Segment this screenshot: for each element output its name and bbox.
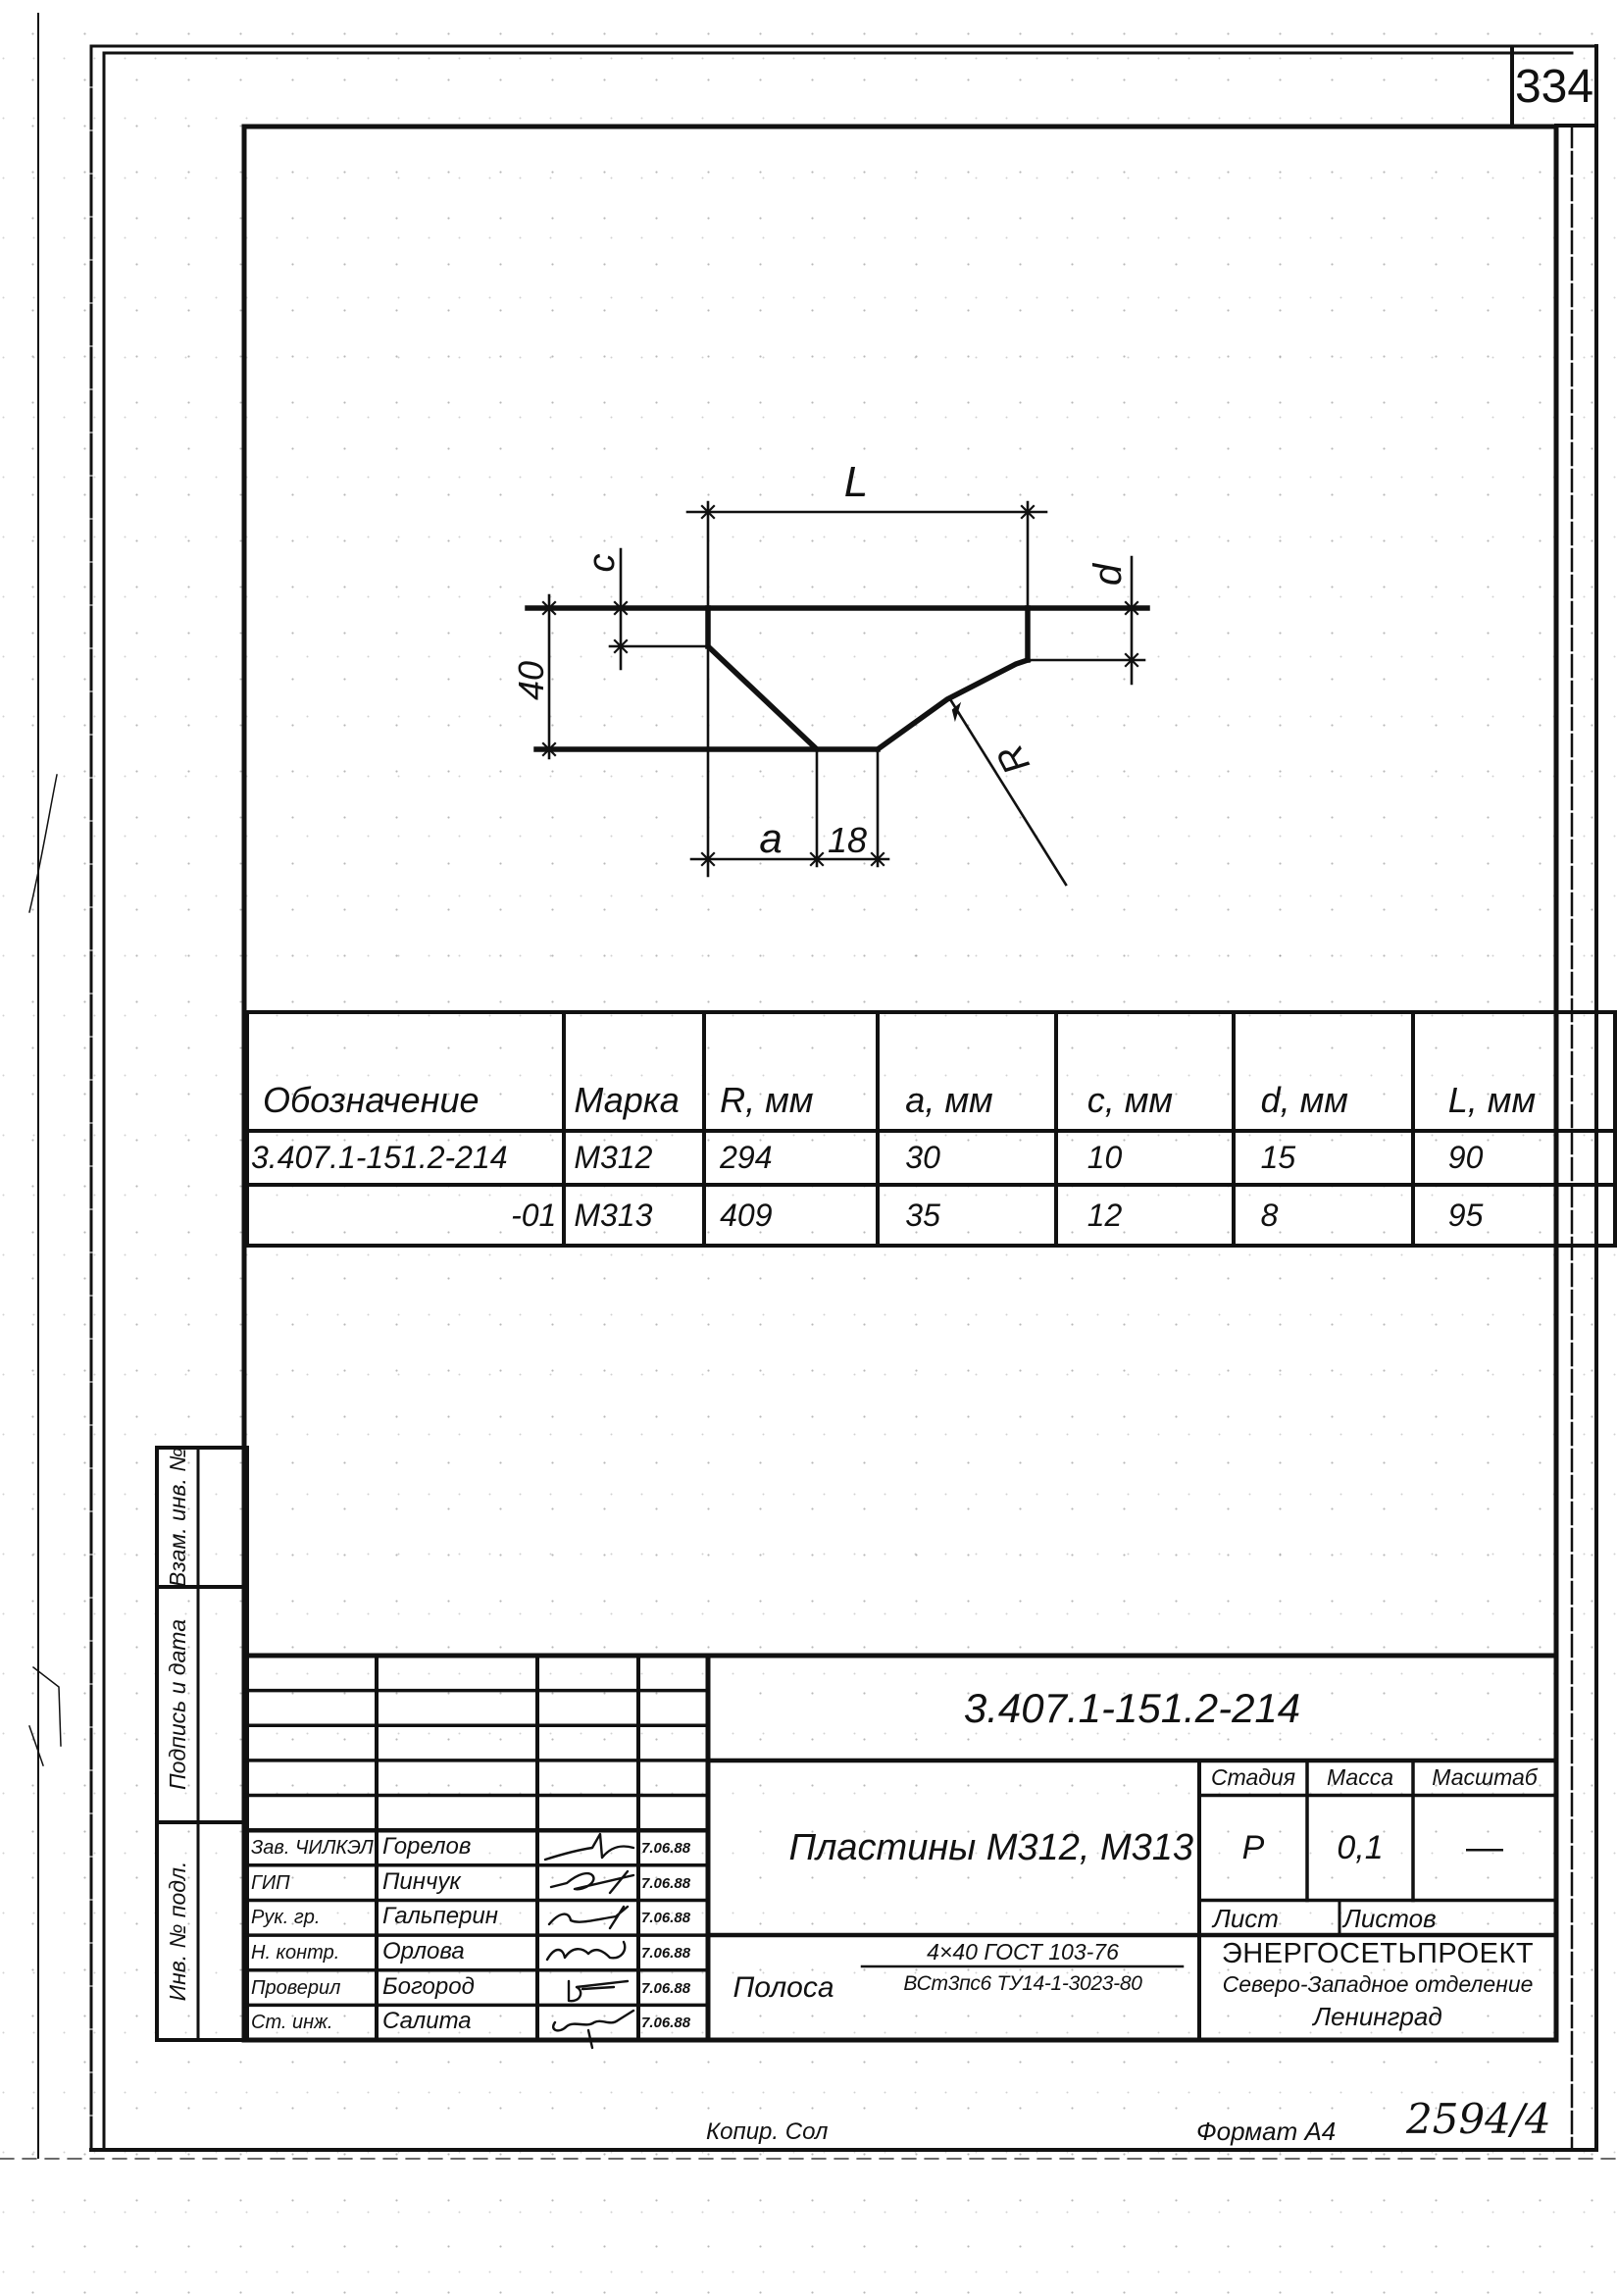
document-code: 3.407.1-151.2-214	[963, 1684, 1301, 1731]
cell-r: 294	[702, 1129, 881, 1187]
name: Орлова	[382, 1938, 465, 1964]
organization-name: ЭНЕРГОСЕТЬПРОЕКТ	[1221, 1937, 1535, 1969]
signature-scribble	[567, 1979, 630, 2003]
header-r: R, мм	[702, 1010, 881, 1133]
signature-scribble	[547, 1905, 630, 1930]
role: ГИП	[251, 1872, 290, 1894]
cell-l: 95	[1410, 1183, 1617, 1248]
name: Горелов	[382, 1833, 472, 1860]
cell-d: 15	[1231, 1129, 1415, 1187]
signature-scribble	[543, 1832, 635, 1862]
cell-designation: -01	[244, 1183, 567, 1248]
stage-header: Стадия	[1210, 1764, 1296, 1790]
cell-c: 10	[1053, 1129, 1236, 1187]
material-name: Полоса	[733, 1970, 834, 2004]
cell-a: 35	[876, 1183, 1058, 1248]
name: Богород	[382, 1973, 475, 2000]
copied-by: Копир. Сол	[706, 2118, 829, 2145]
scan-artifacts	[28, 774, 62, 1766]
side-stamp-signature-date: Подпись и дата	[164, 1619, 190, 1790]
material-spec-top: 4×40 ГОСТ 103-76	[927, 1938, 1119, 1964]
cell-designation: 3.407.1-151.2-214	[244, 1129, 567, 1187]
header-l: L, мм	[1410, 1010, 1617, 1133]
side-stamp-replaced-inv: Взам. инв. №	[164, 1447, 190, 1588]
role: Ст. инж.	[251, 2012, 333, 2033]
header-d: d, мм	[1231, 1010, 1415, 1133]
header-a: a, мм	[876, 1010, 1058, 1133]
side-stamp-original-inv: Инв. № подл.	[164, 1861, 190, 2002]
table-row: -01 М313 409 35 12 8 95	[244, 1183, 1617, 1248]
organization-city: Ленинград	[1313, 2002, 1442, 2031]
role: Проверил	[251, 1977, 341, 1999]
table-row: 3.407.1-151.2-214 М312 294 30 10 15 90	[244, 1129, 1617, 1187]
scale-value: —	[1466, 1827, 1503, 1868]
cell-r: 409	[702, 1183, 881, 1248]
sheet-number: 334	[1514, 61, 1594, 113]
sheets-label: Листов	[1343, 1903, 1437, 1933]
header-c: c, мм	[1053, 1010, 1236, 1133]
date: 7.06.88	[641, 2015, 691, 2031]
date: 7.06.88	[641, 1840, 691, 1857]
radius-leader	[948, 697, 1068, 887]
dimension-label-a: a	[759, 815, 783, 861]
dimension-label-c: c	[581, 553, 623, 573]
material-spec-bottom: ВСт3пс6 ТУ14-1-3023-80	[903, 1971, 1142, 1995]
role: Зав. ЧИЛКЭЛ	[251, 1837, 374, 1859]
cell-mark: М313	[562, 1183, 707, 1248]
name: Салита	[382, 2008, 472, 2034]
dimension-label-length: L	[843, 458, 869, 506]
table-header-row: Обозначение Марка R, мм a, мм c, мм d, м…	[244, 1010, 1617, 1133]
cell-d: 8	[1231, 1183, 1415, 1248]
role: Рук. гр.	[251, 1907, 321, 1928]
cell-c: 12	[1053, 1183, 1236, 1248]
date: 7.06.88	[641, 1875, 691, 1892]
dimension-ticks	[541, 504, 1139, 867]
date: 7.06.88	[641, 1980, 691, 1997]
date: 7.06.88	[641, 1910, 691, 1926]
header-designation: Обозначение	[244, 1010, 567, 1133]
archive-number: 2594/4	[1406, 2095, 1551, 2143]
cell-mark: М312	[562, 1129, 707, 1187]
document-title: Пластины М312, М313	[788, 1827, 1193, 1868]
mass-value: 0,1	[1337, 1829, 1384, 1866]
signatures	[543, 1832, 635, 2050]
sheet-label: Лист	[1213, 1903, 1279, 1933]
signature-scribble	[545, 1940, 627, 1962]
name: Гальперин	[382, 1903, 498, 1929]
organization-branch: Северо-Западное отделение	[1222, 1970, 1534, 1997]
role: Н. контр.	[251, 1942, 340, 1964]
name: Пинчук	[382, 1868, 461, 1895]
side-stamp-frame	[155, 1446, 249, 2042]
cell-a: 30	[876, 1129, 1058, 1187]
dimension-label-height: 40	[511, 660, 551, 701]
signature-scribble	[549, 1869, 635, 1895]
signature-scribble	[552, 2009, 635, 2050]
stage-value: Р	[1241, 1829, 1265, 1866]
cell-l: 90	[1410, 1129, 1617, 1187]
parameters-table: Обозначение Марка R, мм a, мм c, мм d, м…	[244, 1010, 1617, 1248]
mass-header: Масса	[1326, 1764, 1393, 1790]
paper-format: Формат А4	[1196, 2117, 1337, 2146]
scale-header: Масштаб	[1432, 1764, 1538, 1790]
date: 7.06.88	[641, 1945, 691, 1962]
title-block-grid	[241, 1653, 1559, 2043]
dimension-label-d: d	[1086, 563, 1130, 587]
dimension-label-bottom-width: 18	[827, 820, 868, 860]
header-mark: Марка	[562, 1010, 707, 1133]
